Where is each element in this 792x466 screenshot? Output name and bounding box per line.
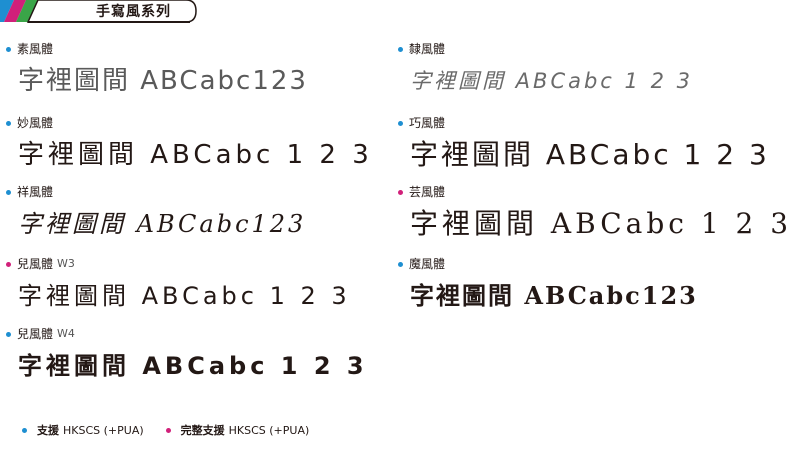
font-sample: 字裡圖間 ABCabc 1 2 3 bbox=[18, 352, 368, 380]
blue-bullet-icon bbox=[398, 46, 403, 52]
legend-cjk-label: 支援 bbox=[37, 424, 59, 437]
font-name: 祥風體 bbox=[17, 185, 54, 199]
font-sample: 字裡圖間 ABCabc 1 2 3 bbox=[410, 207, 792, 240]
series-title: 手寫風系列 bbox=[96, 4, 171, 20]
font-name: 素風體 bbox=[17, 42, 54, 56]
series-header-tab: 手寫風系列 bbox=[0, 0, 200, 26]
font-name: 兒風體 bbox=[17, 327, 54, 341]
font-name: 芸風體 bbox=[409, 185, 446, 199]
pink-bullet-icon bbox=[6, 261, 11, 267]
font-sample: 字裡圖間 ABCabc 1 2 3 bbox=[410, 69, 693, 93]
font-entry-li: 隸風體 字裡圖間 ABCabc 1 2 3 bbox=[398, 41, 690, 93]
header-tab-shape bbox=[0, 0, 197, 23]
font-name-label: 兒風體 W3 bbox=[6, 256, 75, 272]
blue-bullet-icon bbox=[6, 120, 11, 126]
font-name-label: 祥風體 bbox=[6, 184, 53, 200]
legend-text: HKSCS (+PUA) bbox=[228, 423, 310, 437]
font-name-label: 素風體 bbox=[6, 41, 53, 57]
font-name: 兒風體 bbox=[17, 257, 54, 271]
pink-bullet-icon bbox=[398, 189, 403, 195]
font-name-label: 隸風體 bbox=[398, 41, 445, 57]
blue-bullet-icon bbox=[398, 120, 403, 126]
font-sample: 字裡圖間 ABCabc 1 2 3 bbox=[18, 282, 351, 310]
font-sample: 字裡圖間 ABCabc123 bbox=[18, 66, 308, 96]
font-entry-miao: 妙風體 字裡圖間 ABCabc 1 2 3 bbox=[6, 115, 369, 170]
legend-item-support: 支援 HKSCS (+PUA) bbox=[22, 422, 144, 438]
font-sample: 字裡圖間 ABCabc 1 2 3 bbox=[18, 140, 373, 170]
pink-bullet-icon bbox=[165, 427, 171, 433]
font-entry-mo: 魔風體 字裡圖間 ABCabc123 bbox=[398, 256, 696, 310]
legend-text: HKSCS (+PUA) bbox=[63, 423, 144, 437]
font-entry-yun: 芸風體 字裡圖間 ABCabc 1 2 3 bbox=[398, 184, 788, 240]
font-entry-er-w3: 兒風體 W3 字裡圖間 ABCabc 1 2 3 bbox=[6, 256, 347, 310]
font-sample: 字裡圖間 ABCabc123 bbox=[18, 210, 307, 238]
font-entry-su: 素風體 字裡圖間 ABCabc123 bbox=[6, 41, 306, 96]
font-name: 魔風體 bbox=[409, 257, 446, 271]
font-name-label: 妙風體 bbox=[6, 115, 53, 131]
support-legend: 支援 HKSCS (+PUA) 完整支援 HKSCS (+PUA) bbox=[22, 422, 331, 438]
font-name: 妙風體 bbox=[17, 116, 54, 130]
font-weight-tag: W3 bbox=[57, 257, 75, 270]
legend-item-full-support: 完整支援 HKSCS (+PUA) bbox=[165, 422, 310, 438]
font-name: 巧風體 bbox=[409, 116, 446, 130]
font-name-label: 巧風體 bbox=[398, 115, 445, 131]
blue-bullet-icon bbox=[6, 331, 11, 337]
legend-cjk-label: 完整支援 bbox=[180, 424, 225, 437]
blue-bullet-icon bbox=[6, 46, 11, 52]
font-entry-er-w4: 兒風體 W4 字裡圖間 ABCabc 1 2 3 bbox=[6, 326, 364, 380]
blue-bullet-icon bbox=[6, 189, 11, 195]
blue-bullet-icon bbox=[22, 427, 27, 433]
font-entry-qiao: 巧風體 字裡圖間 ABCabc 1 2 3 bbox=[398, 115, 767, 171]
blue-bullet-icon bbox=[398, 261, 403, 267]
font-name-label: 兒風體 W4 bbox=[6, 326, 75, 342]
font-sample: 字裡圖間 ABCabc123 bbox=[410, 281, 698, 310]
font-name-label: 魔風體 bbox=[398, 256, 445, 272]
font-name-label: 芸風體 bbox=[398, 184, 445, 200]
font-entry-xiang: 祥風體 字裡圖間 ABCabc123 bbox=[6, 184, 303, 238]
font-name: 隸風體 bbox=[409, 42, 446, 56]
font-weight-tag: W4 bbox=[57, 327, 75, 340]
font-sample: 字裡圖間 ABCabc 1 2 3 bbox=[410, 138, 770, 171]
